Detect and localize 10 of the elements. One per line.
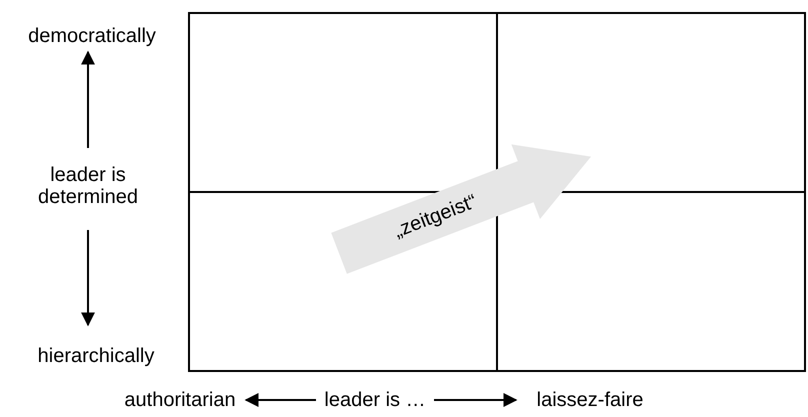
axis-label: laissez-faire	[536, 389, 644, 411]
axis-title: leader is determined	[36, 164, 140, 208]
axis-label: democratically	[28, 25, 156, 47]
quadrant-cell	[189, 191, 498, 371]
quadrant-cell	[496, 13, 805, 193]
quadrant-cell	[496, 191, 805, 371]
axis-title: leader is …	[324, 389, 426, 411]
axis-label: authoritarian	[124, 389, 236, 411]
axis-label: hierarchically	[38, 345, 154, 367]
quadrant-cell	[189, 13, 498, 193]
